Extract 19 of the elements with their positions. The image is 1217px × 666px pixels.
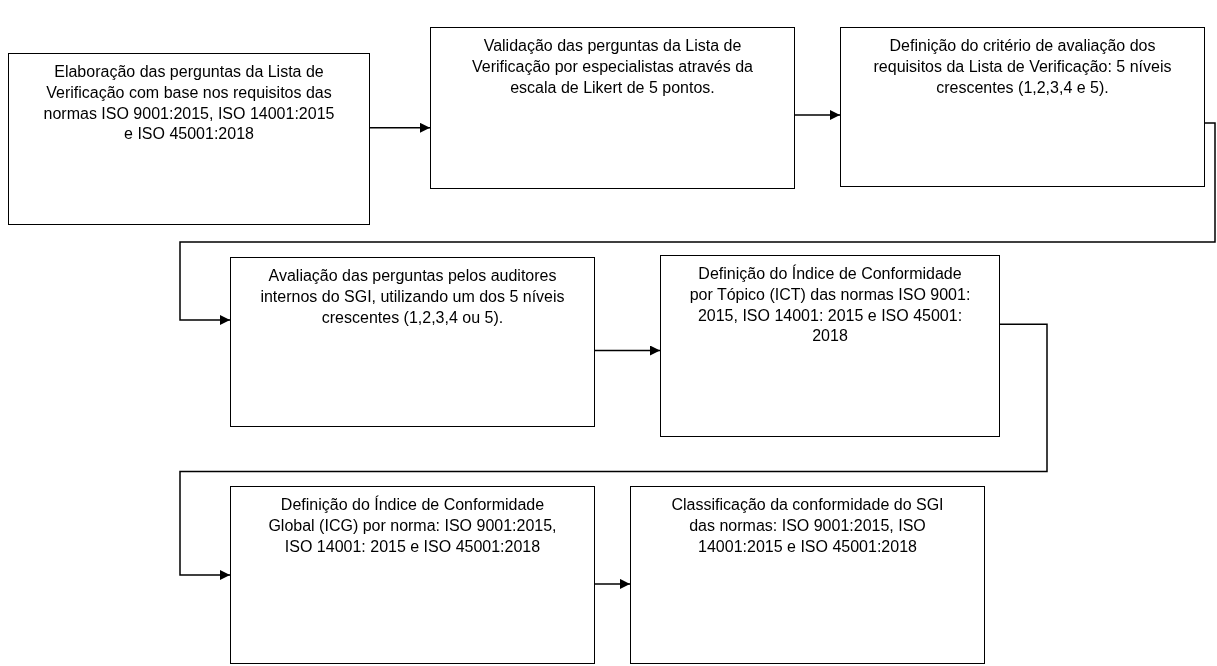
process-box [430,27,795,189]
arrow [369,122,431,133]
step-text: Avaliação das perguntas pelos auditores internos do SGI, utilizando um dos 5 níveis crescentes (1,2,3,4 ou 5). [259,266,566,328]
step-text: Definição do Índice de Conformidade por Tópico (ICT) das normas ISO 9001: 2015, ISO 14001: 2015 e ISO 45001: 2018 [689,264,971,347]
process-box [230,486,595,664]
process-box [660,255,1000,437]
process-box [230,257,595,427]
process-box [8,53,370,225]
arrow [179,122,1216,325]
step-text: Validação das perguntas da Lista de Verificação por especialistas através da escala de Likert de 5 pontos. [470,36,754,98]
process-box [840,27,1205,187]
process-box [630,486,985,664]
step-text: Definição do Índice de Conformidade Global (ICG) por norma: ISO 9001:2015, ISO 14001: 2015 e ISO 45001:2018 [267,495,558,557]
step-text: Elaboração das perguntas da Lista de Verificação com base nos requisitos das normas ISO 9001:2015, ISO 14001:2015 e ISO 45001:2018 [42,62,336,145]
arrow [794,110,841,120]
arrow [594,578,631,589]
arrow [594,345,661,356]
step-text: Classificação da conformidade do SGI das normas: ISO 9001:2015, ISO 14001:2015 e ISO 45001:2018 [670,495,945,557]
step-text: Definição do critério de avaliação dos requisitos da Lista de Verificação: 5 níveis crescentes (1,2,3,4 e 5). [872,36,1173,98]
